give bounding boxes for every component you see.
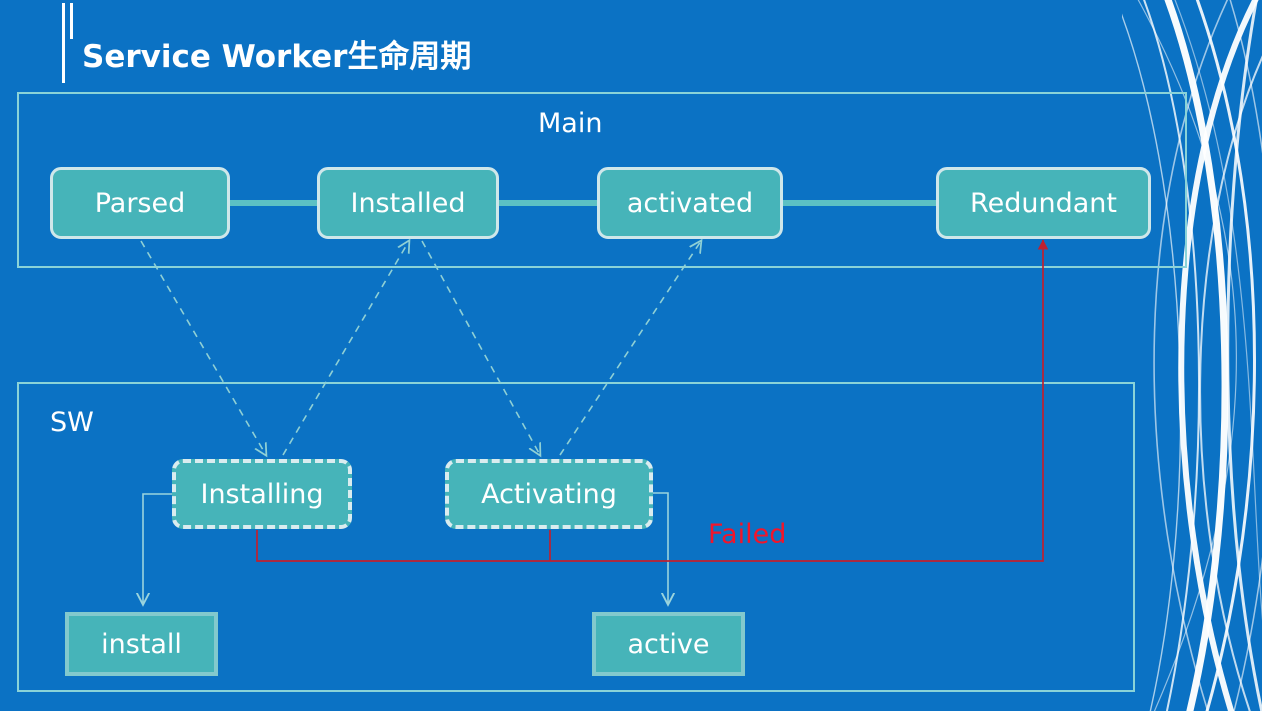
node-active-event[interactable]: active (592, 612, 745, 676)
node-activating[interactable]: Activating (445, 459, 653, 529)
group-sw-label: SW (50, 407, 94, 438)
node-redundant[interactable]: Redundant (936, 167, 1151, 239)
node-installed[interactable]: Installed (317, 167, 499, 239)
node-activated[interactable]: activated (597, 167, 783, 239)
connector-installed-activated (497, 200, 600, 206)
failed-label: Failed (708, 519, 787, 550)
node-installing[interactable]: Installing (172, 459, 352, 529)
node-parsed[interactable]: Parsed (50, 167, 230, 239)
connector-activated-redundant (781, 200, 939, 206)
node-install-event[interactable]: install (65, 612, 218, 676)
page-title: Service Worker生命周期 (82, 39, 472, 75)
group-main-label: Main (538, 108, 603, 139)
connector-parsed-installed (228, 200, 320, 206)
title-accent-bars-icon (62, 3, 76, 83)
